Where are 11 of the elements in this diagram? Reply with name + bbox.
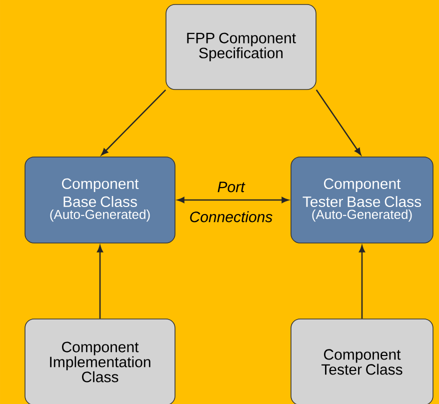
arrow [316, 90, 362, 156]
process-box: FPP Component Specification [166, 4, 316, 90]
class-box: Component Tester Base Class (Auto-Generated) [290, 156, 434, 244]
arrow [97, 245, 103, 319]
arrow [177, 197, 289, 203]
arrow [359, 245, 365, 319]
process-box: Component Tester Class [290, 318, 434, 404]
edge-label: Port Connections [190, 182, 272, 222]
class-box: Component Base Class (Auto-Generated) [24, 156, 176, 244]
arrow [101, 89, 166, 156]
process-box: Component Implementation Class [24, 318, 176, 404]
